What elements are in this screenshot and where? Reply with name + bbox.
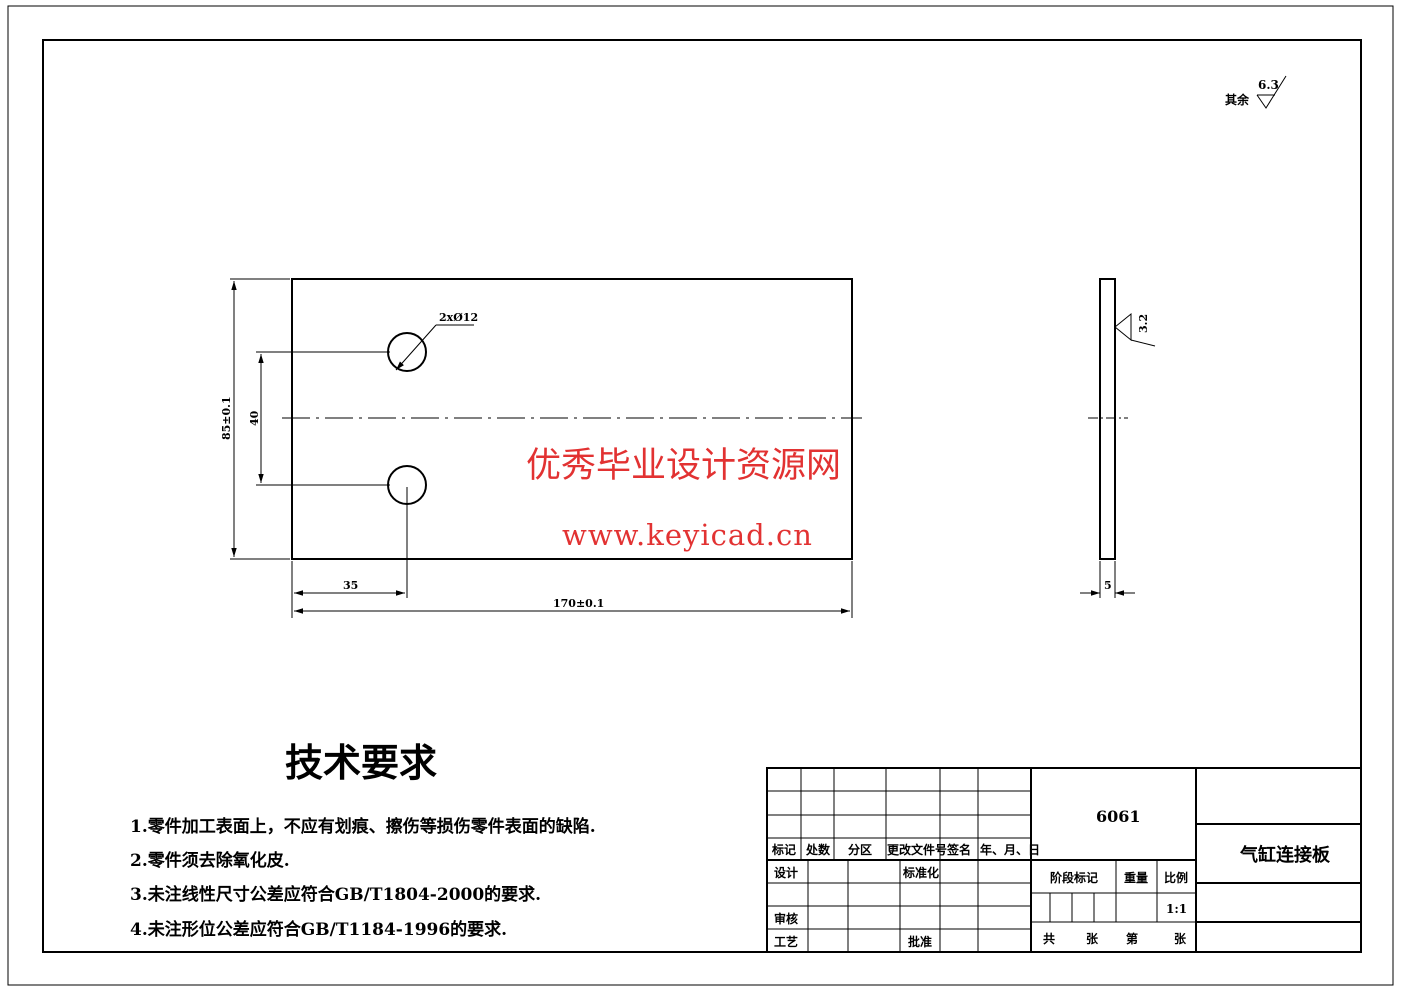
- tb-di: 第: [1126, 931, 1138, 946]
- title-block: [766, 767, 1362, 953]
- tb-qianming: 签名: [946, 842, 971, 857]
- tb-riqi: 年、月、日: [980, 842, 1040, 857]
- tb-zhang1: 张: [1086, 931, 1099, 946]
- tech-item-1: 1.零件加工表面上，不应有划痕、擦伤等损伤零件表面的缺陷.: [130, 816, 596, 837]
- tb-biaoji: 标记: [771, 842, 796, 857]
- tb-part-name: 气缸连接板: [1239, 844, 1331, 866]
- side-outline: [1099, 278, 1116, 560]
- dim-hole-x: 35: [343, 579, 358, 592]
- front-view: 2xØ12 85±0.1 40 35 170±0.1: [220, 278, 862, 618]
- roughness-side-value: 3.2: [1137, 314, 1150, 333]
- plate-outline: [291, 278, 853, 560]
- tb-gong: 共: [1043, 931, 1055, 946]
- tb-biaozhunhua: 标准化: [902, 865, 939, 880]
- roughness-symbol-general: 其余 6.3: [1225, 75, 1287, 109]
- outer-border: [7, 5, 1394, 986]
- hole-top: [387, 332, 427, 372]
- tb-shenhe: 审核: [774, 911, 798, 926]
- watermark-url: www.keyicad.cn: [562, 518, 813, 552]
- tech-requirements: 技术要求 1.零件加工表面上，不应有划痕、擦伤等损伤零件表面的缺陷. 2.零件须…: [130, 740, 596, 940]
- tb-sheji: 设计: [774, 865, 798, 880]
- tech-item-2: 2.零件须去除氧化皮.: [130, 850, 290, 871]
- tb-bili: 比例: [1164, 870, 1188, 885]
- dim-thickness: 5: [1104, 579, 1112, 592]
- tb-fenqu: 分区: [848, 842, 872, 857]
- tech-item-4: 4.未注形位公差应符合GB/T1184-1996的要求.: [130, 919, 507, 940]
- tb-zhang2: 张: [1174, 931, 1187, 946]
- dim-length: 170±0.1: [553, 597, 604, 610]
- roughness-qiyu-value: 6.3: [1258, 78, 1279, 92]
- tb-jieduan: 阶段标记: [1050, 870, 1098, 885]
- dim-hole-spacing: 40: [248, 410, 261, 426]
- hole-callout: 2xØ12: [439, 311, 478, 324]
- tb-zhongliang: 重量: [1124, 870, 1148, 885]
- watermark-title: 优秀毕业设计资源网: [526, 446, 841, 486]
- tb-gongyi: 工艺: [774, 934, 798, 949]
- roughness-qiyu-label: 其余: [1225, 92, 1250, 107]
- dim-height: 85±0.1: [220, 396, 233, 440]
- inner-frame: [42, 39, 1362, 953]
- tb-genggai: 更改文件号: [887, 842, 947, 857]
- tb-pizhun: 批准: [908, 934, 932, 949]
- tb-scale: 1:1: [1166, 902, 1187, 916]
- title-block-text: 标记 处数 分区 更改文件号 签名 年、月、日 设计 标准化 审核 工艺 批准 …: [771, 807, 1331, 949]
- tb-material: 6061: [1096, 807, 1141, 826]
- tb-chushu: 处数: [805, 842, 831, 857]
- tech-item-3: 3.未注线性尺寸公差应符合GB/T1804-2000的要求.: [130, 884, 541, 905]
- tech-heading: 技术要求: [285, 740, 437, 785]
- side-view: 3.2 5: [1080, 278, 1156, 598]
